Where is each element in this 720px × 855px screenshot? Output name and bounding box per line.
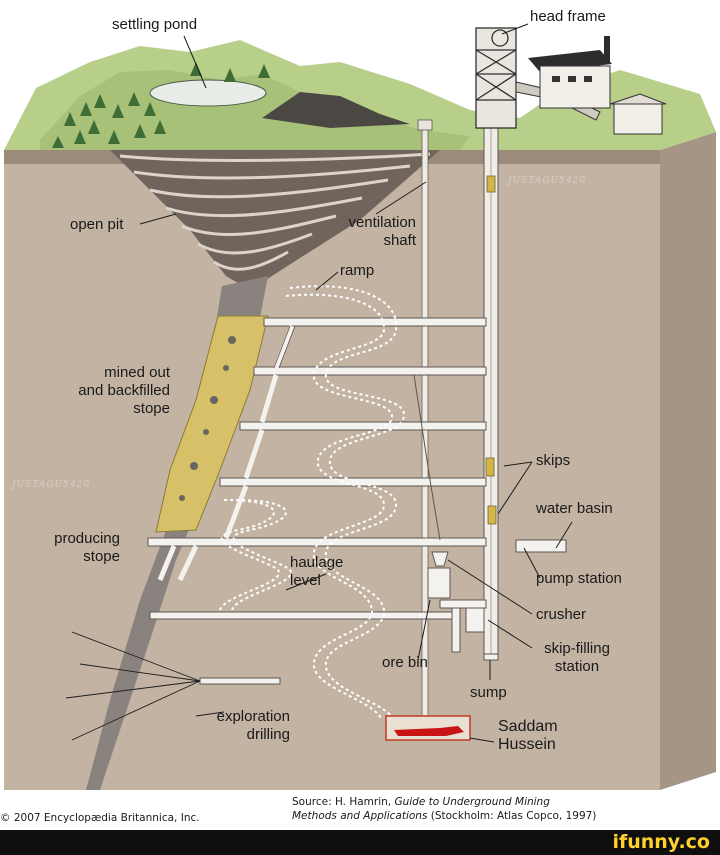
label-mined-out-line2: and backfilled [78, 382, 170, 399]
watermark-top: JUSTAGUY420 [508, 176, 587, 186]
hoist-building [515, 36, 667, 135]
trees [52, 62, 270, 148]
label-mined-out-stope: mined out and backfilled stope [20, 364, 170, 418]
label-water-basin: water basin [536, 500, 613, 517]
source-title-1: Guide to Underground Mining [394, 796, 550, 808]
label-saddam-hussein: Saddam Hussein [498, 718, 558, 754]
raises [157, 325, 295, 582]
label-saddam-line1: Saddam [498, 718, 558, 735]
watermark-bar: ifunny.co [0, 830, 720, 855]
label-crusher: crusher [536, 606, 587, 623]
raise-outline [273, 325, 296, 369]
label-settling-pond: settling pond [112, 16, 198, 33]
source-credit-line1: Source: H. Hamrin, Guide to Underground … [292, 796, 550, 808]
label-sump: sump [470, 684, 507, 701]
figure [394, 726, 464, 736]
backfill-rocks [179, 336, 236, 501]
source-suffix: (Stockholm: Atlas Copco, 1997) [427, 810, 597, 822]
label-haulage-line1: haulage [290, 554, 344, 571]
hills [40, 70, 470, 150]
label-producing-line2: stope [83, 548, 120, 565]
water-basin [515, 539, 567, 553]
label-skip-filling-station: skip-filling station [532, 640, 622, 676]
source-title-2: Methods and Applications [292, 810, 428, 822]
label-open-pit: open pit [70, 216, 124, 233]
label-saddam-line2: Hussein [498, 736, 556, 753]
label-ventilation-line1: ventilation [348, 214, 416, 231]
waste-dump [262, 92, 410, 128]
label-head-frame: head frame [530, 8, 606, 25]
label-pump-station: pump station [536, 570, 622, 587]
copyright-credit: © 2007 Encyclopædia Britannica, Inc. [0, 812, 200, 824]
watermark-left: JUSTAGUY420 [12, 480, 91, 490]
skip-lower [487, 505, 497, 525]
haulage-ramp [219, 499, 292, 613]
sump [483, 653, 499, 661]
label-skip-filling-line1: skip-filling [544, 640, 610, 657]
ifunny-logo[interactable]: ifunny.co [612, 831, 710, 853]
label-ventilation-line2: shaft [383, 232, 416, 249]
pit-benches [119, 152, 431, 271]
source-credit-line2: Methods and Applications (Stockholm: Atl… [292, 810, 596, 822]
leader-lines [139, 23, 573, 743]
ore-passes [413, 374, 441, 541]
label-haulage-level: haulage level [290, 554, 343, 590]
label-skip-filling-line2: station [554, 658, 600, 675]
label-mined-out-line3: stope [133, 400, 170, 417]
exploration-drill-holes [65, 631, 201, 741]
source-prefix: Source: H. Hamrin, [292, 796, 395, 808]
label-exploration-line2: drilling [246, 726, 290, 743]
head-frame [475, 27, 517, 129]
skip-upper [485, 457, 495, 477]
skip-top [486, 175, 496, 193]
label-mined-out-line1: mined out [104, 364, 170, 381]
backfilled-stope [155, 315, 269, 533]
ground-block-side [660, 132, 716, 790]
label-haulage-line2: level [290, 572, 321, 589]
label-producing-line1: producing [54, 530, 120, 547]
label-producing-stope: producing stope [16, 530, 120, 566]
ventilation-cap [417, 119, 433, 131]
label-ventilation-shaft: ventilation shaft [318, 214, 416, 250]
label-skips: skips [536, 452, 571, 469]
ramp [285, 285, 406, 721]
settling-pond-water [149, 79, 267, 107]
crusher-complex [427, 551, 487, 653]
label-exploration-line1: exploration [216, 708, 290, 725]
label-exploration-drilling: exploration drilling [196, 708, 290, 744]
label-ore-bin: ore bin [382, 654, 428, 671]
copyright-text: 2007 Encyclopædia Britannica, Inc. [13, 812, 200, 824]
label-ramp: ramp [340, 262, 375, 279]
